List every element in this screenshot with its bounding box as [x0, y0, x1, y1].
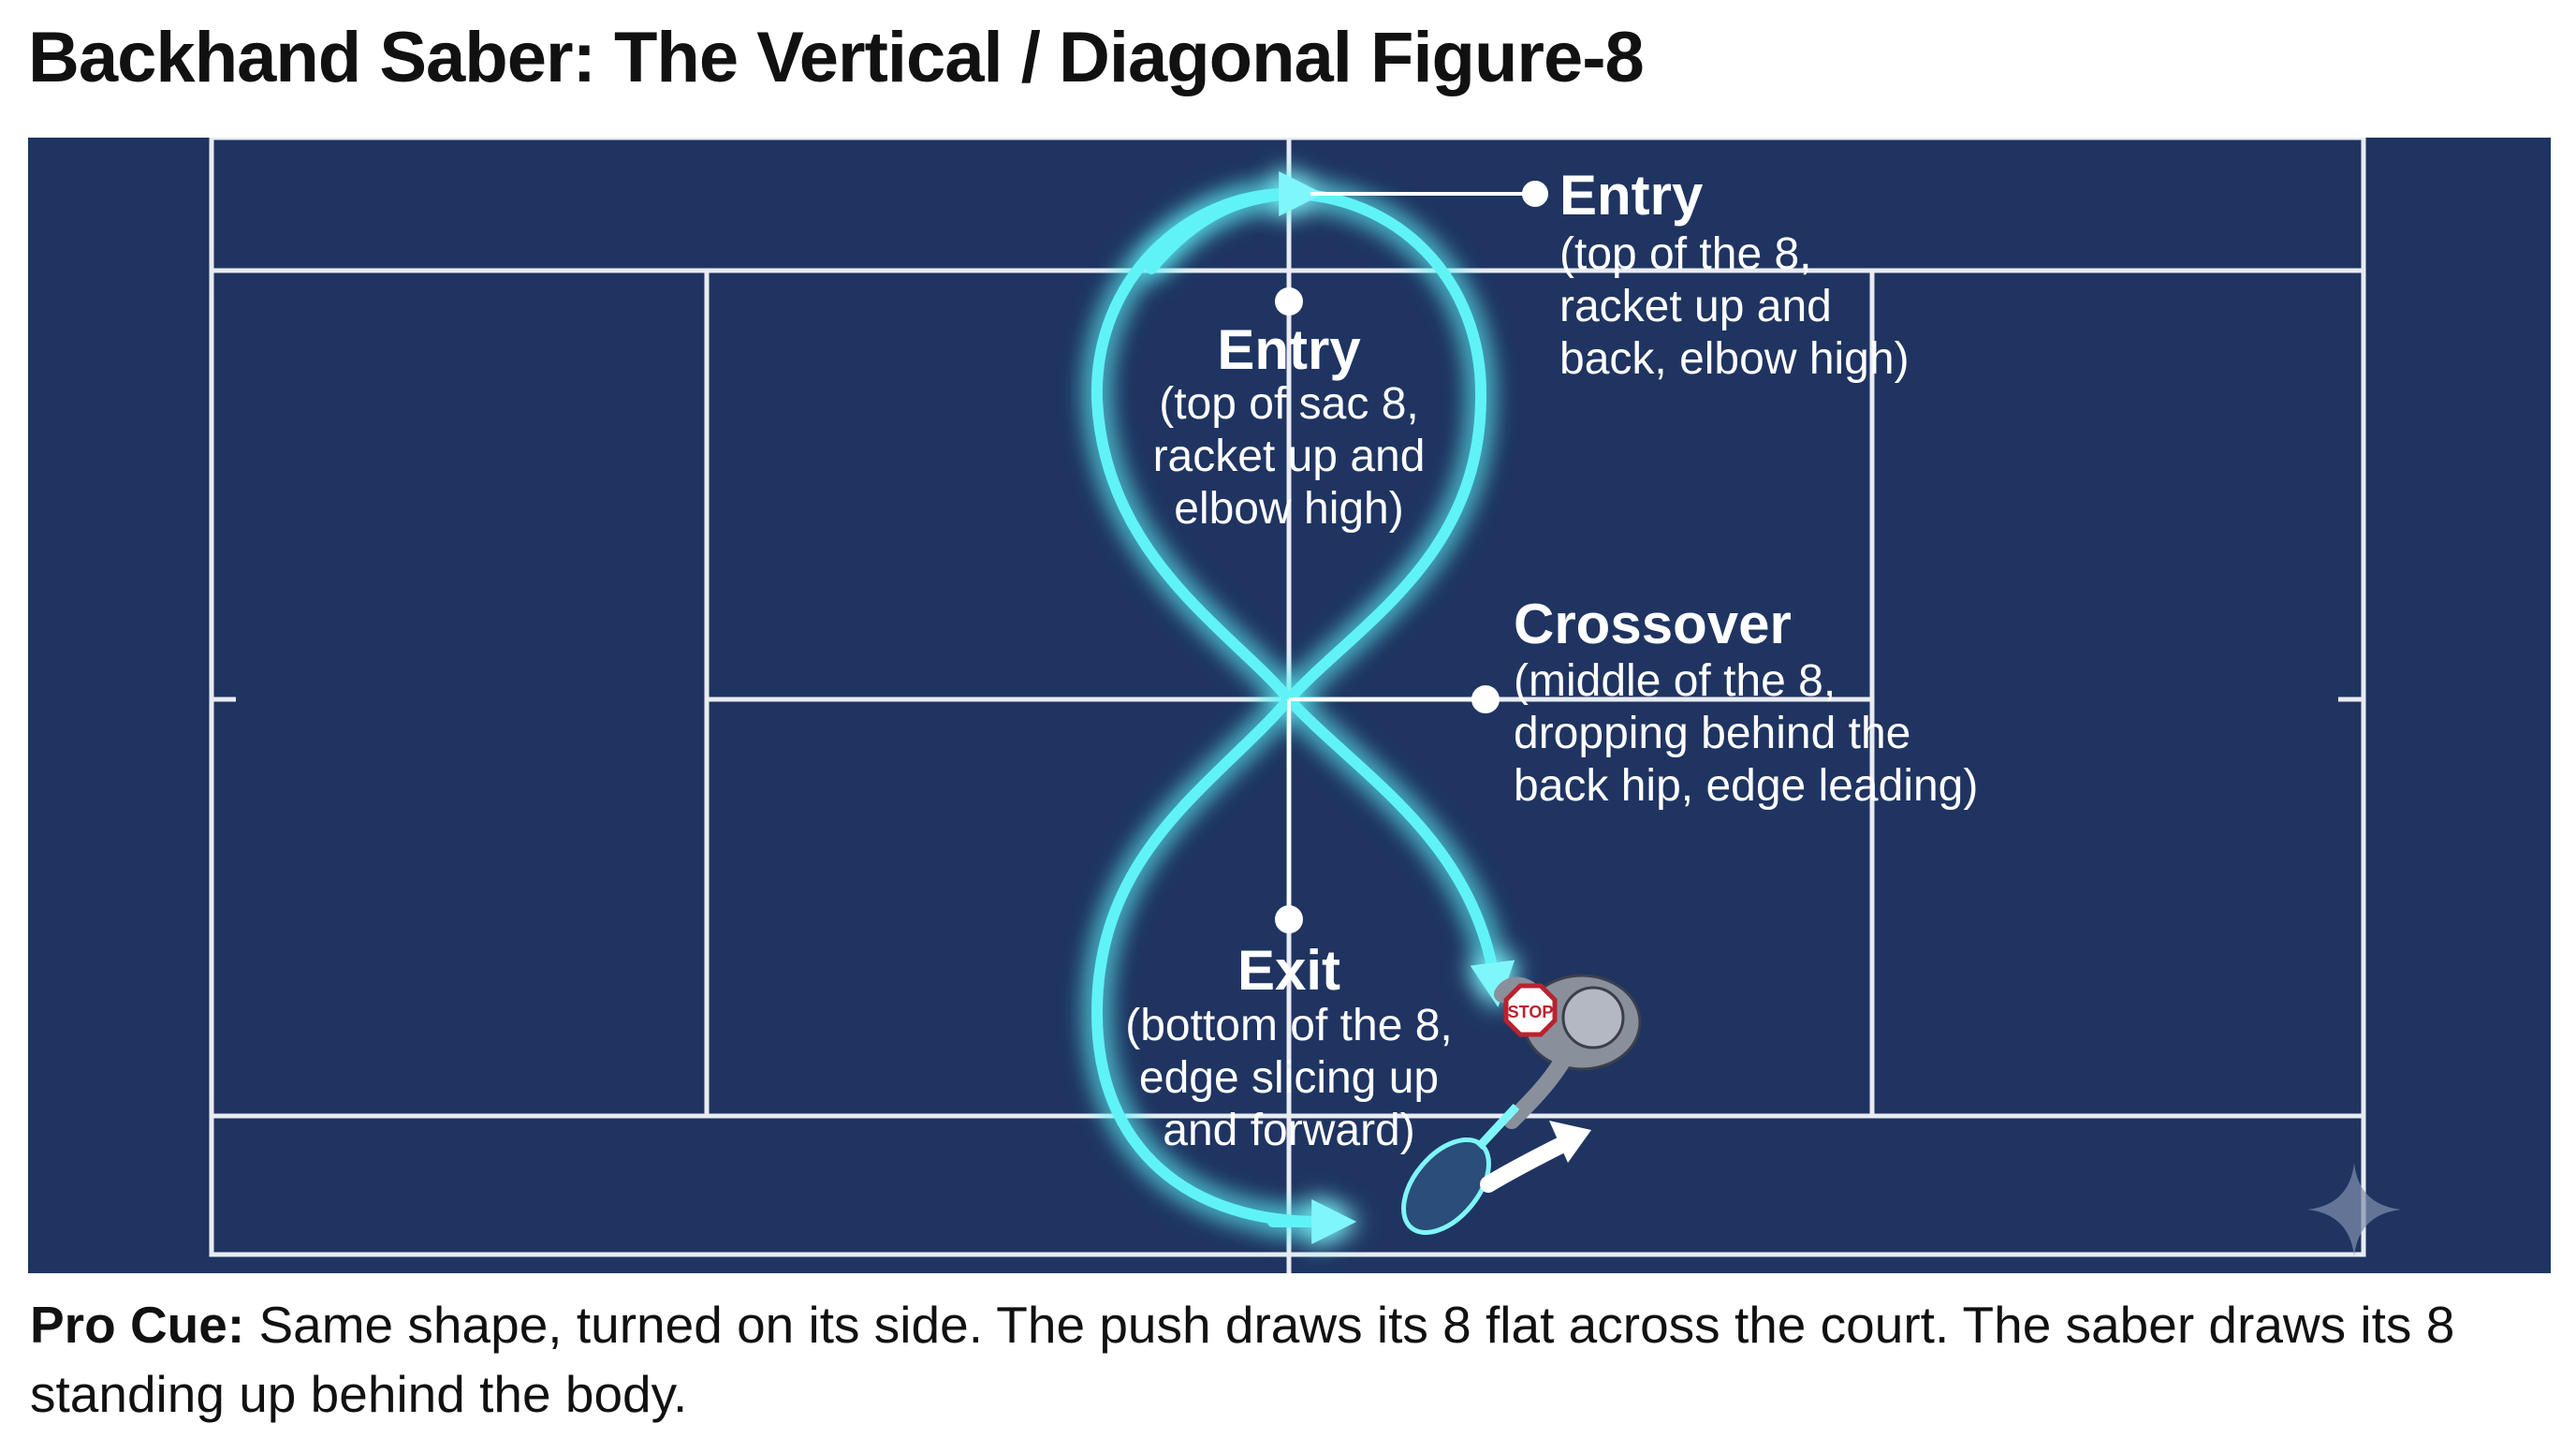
label-entry-center-heading: Entry — [1217, 318, 1361, 381]
label-exit-heading: Exit — [1237, 939, 1340, 1002]
stop-sign-text: STOP — [1508, 1003, 1554, 1021]
label-crossover-line: (middle of the 8, — [1514, 656, 1836, 706]
label-entry-right: Entry (top of the 8, racket up and back,… — [1559, 164, 1910, 384]
label-entry-right-line: back, elbow high) — [1559, 334, 1910, 384]
label-entry-center-line: (top of sac 8, — [1159, 379, 1418, 429]
court-diagram: Entry (top of the 8, racket up and back,… — [28, 138, 2551, 1273]
label-exit-line: edge slicing up — [1139, 1053, 1439, 1103]
label-entry-center: Entry (top of sac 8, racket up and elbow… — [1153, 318, 1426, 534]
pro-cue: Pro Cue: Same shape, turned on its side.… — [30, 1290, 2539, 1429]
racket-icon — [1401, 1103, 1520, 1236]
leader-lines — [1275, 181, 1548, 933]
sparkle-icon — [2307, 1163, 2401, 1256]
label-entry-center-line: elbow high) — [1174, 484, 1403, 534]
label-entry-right-heading: Entry — [1559, 164, 1704, 227]
label-crossover-line: dropping behind the — [1514, 709, 1910, 758]
pro-cue-label: Pro Cue: — [30, 1296, 245, 1354]
motion-arrow-icon — [1480, 1121, 1591, 1193]
label-entry-right-line: (top of the 8, — [1559, 229, 1812, 279]
label-crossover-heading: Crossover — [1514, 593, 1792, 655]
label-crossover-line: back hip, edge leading) — [1514, 761, 1978, 811]
pro-cue-text: Same shape, turned on its side. The push… — [30, 1296, 2455, 1423]
stop-sign-icon: STOP — [1503, 983, 1558, 1037]
figure-eight-path — [1090, 171, 1515, 1244]
label-exit-line: (bottom of the 8, — [1125, 1001, 1453, 1050]
label-exit-line: and forward) — [1163, 1106, 1414, 1155]
label-entry-right-line: racket up and — [1559, 282, 1832, 331]
label-entry-center-line: racket up and — [1153, 432, 1426, 481]
label-crossover: Crossover (middle of the 8, dropping beh… — [1514, 593, 1978, 811]
label-exit: Exit (bottom of the 8, edge slicing up a… — [1125, 939, 1453, 1155]
page-title: Backhand Saber: The Vertical / Diagonal … — [28, 18, 1645, 97]
